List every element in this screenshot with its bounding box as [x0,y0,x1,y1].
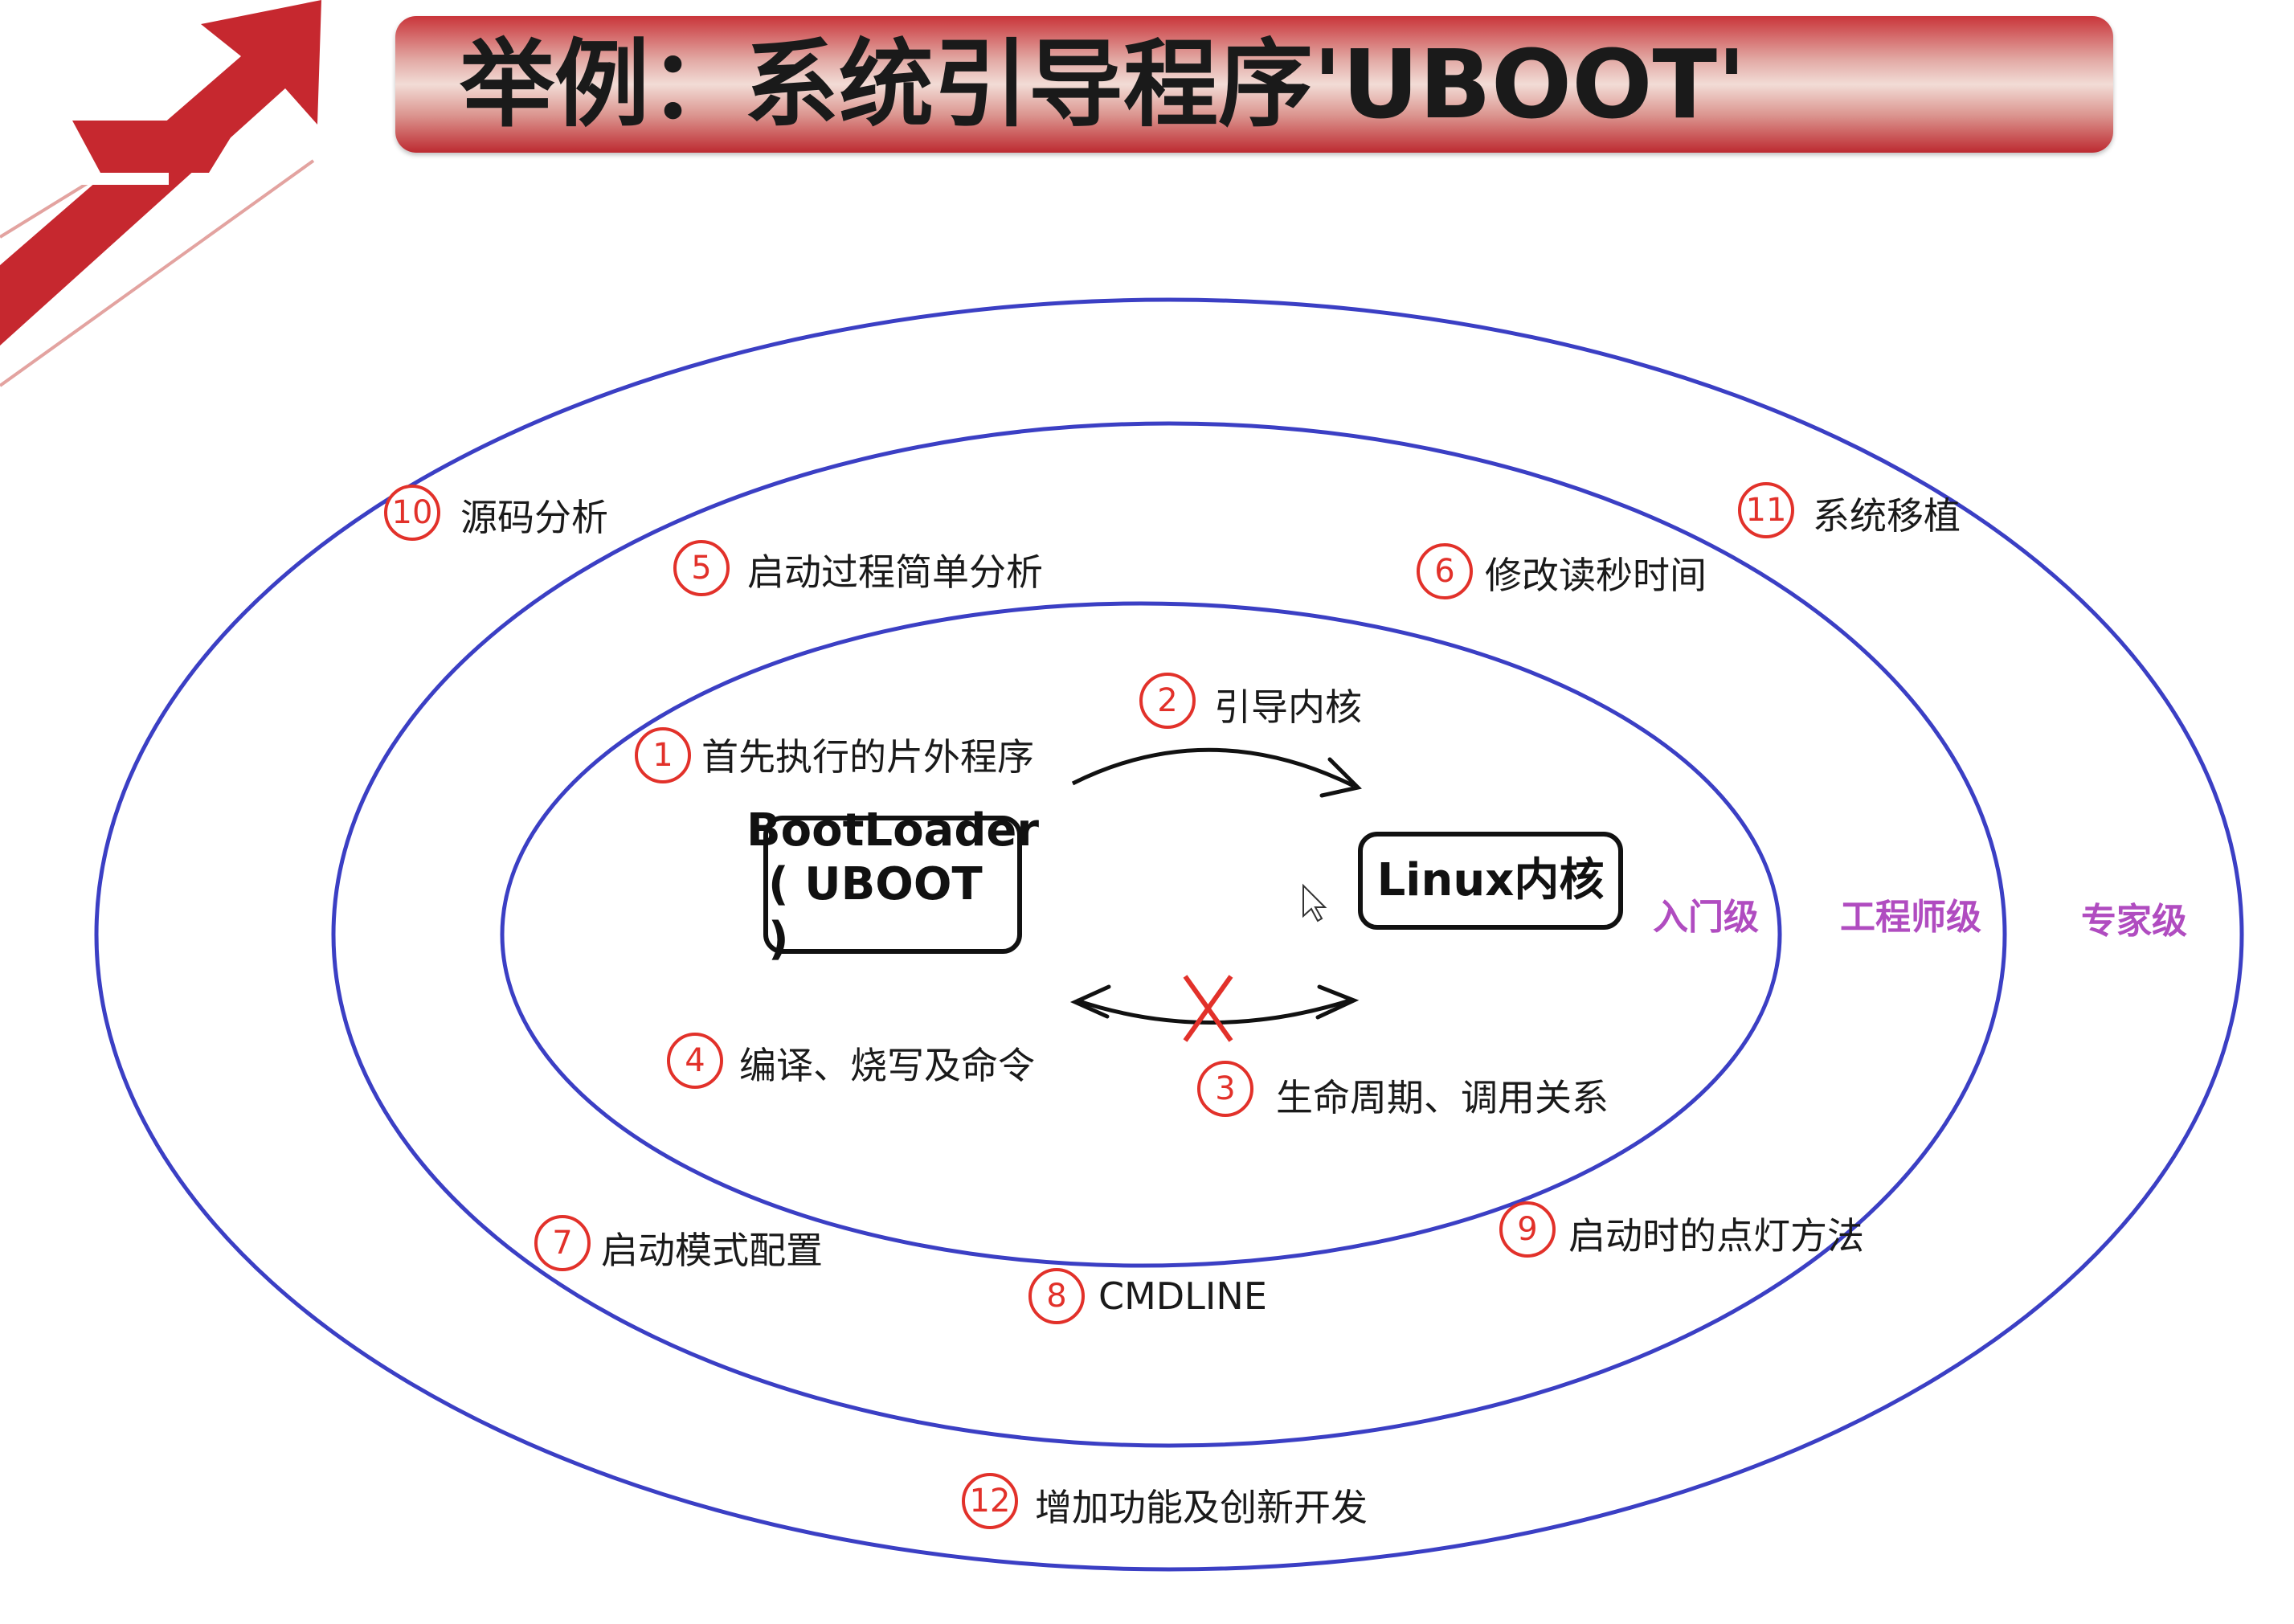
boot-kernel-arrowhead [1319,757,1362,798]
item-6-number: 6 [1417,543,1473,599]
return-arrow [1076,998,1351,1025]
item-4-label: 编译、烧写及命令 [739,1044,1035,1087]
item-12-number: 12 [962,1473,1018,1529]
item-2-label: 引导内核 [1214,685,1362,729]
item-1-number: 1 [635,727,691,783]
item-4-number: 4 [667,1033,723,1089]
boot-kernel-arrow [1071,747,1356,788]
item-9-label: 启动时的点灯方法 [1568,1214,1864,1258]
page-title: 举例：系统引导程序'UBOOT' [460,29,1747,140]
item-3-number: 3 [1197,1061,1253,1117]
outer-ring [94,297,2244,1572]
item-5-label: 启动过程简单分析 [747,550,1043,594]
linux-kernel-label: Linux内核 [1376,854,1605,907]
item-10-number: 10 [384,485,440,541]
item-5-number: 5 [673,540,730,596]
bootloader-label: BootLoader [746,804,1040,857]
title-bar: 举例：系统引导程序'UBOOT' [395,16,2113,153]
item-3-label: 生命周期、调用关系 [1276,1076,1609,1119]
mouse-cursor-icon [1302,883,1327,922]
linux-kernel-box: Linux内核 [1358,832,1623,930]
item-9-number: 9 [1499,1201,1556,1258]
item-6-label: 修改读秒时间 [1485,554,1707,597]
level-beginner: 入门级 [1653,897,1759,938]
item-8-label: CMDLINE [1098,1274,1267,1318]
middle-ring [331,421,2007,1448]
level-expert: 专家级 [2081,901,2187,942]
item-7-label: 启动模式配置 [601,1229,823,1272]
item-11-label: 系统移植 [1813,494,1961,538]
cross-mark-b [1183,975,1233,1042]
item-8-number: 8 [1028,1268,1085,1324]
item-2-number: 2 [1139,673,1196,729]
level-engineer: 工程师级 [1840,897,1981,938]
decorative-arrows-graphic [0,0,321,387]
uboot-label: ( UBOOT ) [768,858,983,965]
bootloader-box: BootLoader ( UBOOT ) [746,804,1039,964]
item-12-label: 增加功能及创新开发 [1035,1486,1368,1529]
item-11-number: 11 [1738,482,1794,538]
return-arrowhead-left [1069,984,1111,1019]
item-10-label: 源码分析 [460,496,608,539]
item-1-label: 首先执行的片外程序 [701,735,1034,779]
inner-ring [500,601,1782,1268]
return-arrowhead-right [1315,984,1360,1020]
item-7-number: 7 [534,1215,591,1271]
